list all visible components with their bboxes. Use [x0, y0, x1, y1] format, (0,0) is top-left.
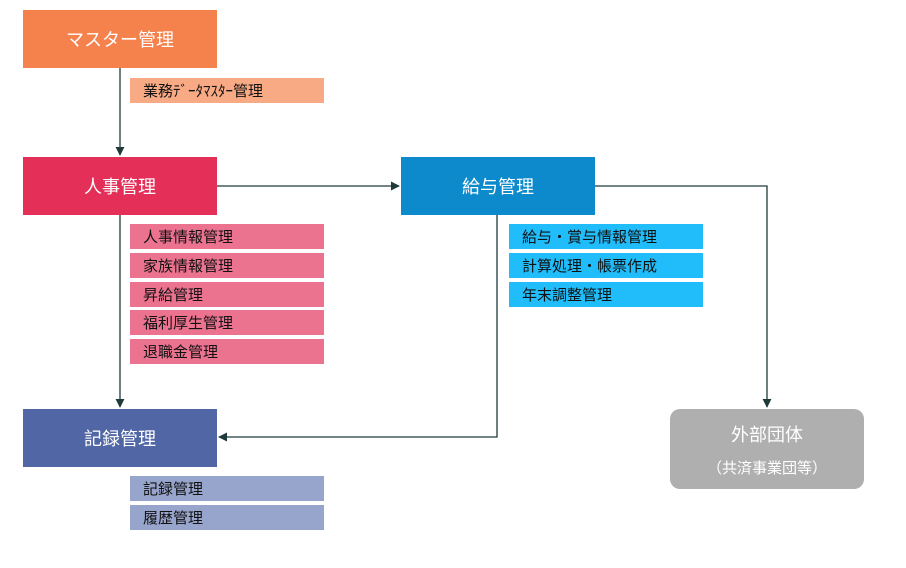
hr-item: 退職金管理 — [130, 339, 324, 364]
hr-item-label: 福利厚生管理 — [143, 314, 234, 332]
external-organization-title: 外部団体 — [731, 424, 803, 446]
record-management-box: 記録管理 — [23, 409, 217, 467]
master-item: 業務ﾃﾞｰﾀﾏｽﾀｰ管理 — [130, 78, 324, 103]
payroll-item-label: 給与・賞与情報管理 — [522, 228, 658, 246]
payroll-item: 年末調整管理 — [509, 282, 703, 307]
master-item-label: 業務ﾃﾞｰﾀﾏｽﾀｰ管理 — [143, 82, 264, 100]
record-item: 履歴管理 — [130, 505, 324, 530]
hr-item: 福利厚生管理 — [130, 310, 324, 335]
master-management-title: マスター管理 — [66, 30, 174, 51]
payroll-item-label: 年末調整管理 — [522, 286, 613, 304]
hr-item: 人事情報管理 — [130, 224, 324, 249]
external-organization-box: 外部団体 （共済事業団等） — [670, 409, 864, 489]
payroll-item-label: 計算処理・帳票作成 — [522, 257, 658, 275]
hr-management-title: 人事管理 — [84, 177, 156, 198]
hr-item-label: 人事情報管理 — [143, 228, 234, 246]
arrow-payroll-to-record — [218, 215, 498, 442]
hr-item-label: 家族情報管理 — [143, 257, 234, 275]
hr-item-label: 昇給管理 — [143, 286, 204, 304]
external-organization-subtitle: （共済事業団等） — [706, 458, 827, 477]
hr-item: 家族情報管理 — [130, 253, 324, 278]
payroll-item: 給与・賞与情報管理 — [509, 224, 703, 249]
record-management-title: 記録管理 — [84, 429, 156, 450]
record-item-label: 履歴管理 — [143, 509, 204, 527]
hr-management-box: 人事管理 — [23, 157, 217, 215]
hr-item: 昇給管理 — [130, 282, 324, 307]
record-item: 記録管理 — [130, 476, 324, 501]
payroll-item: 計算処理・帳票作成 — [509, 253, 703, 278]
master-management-box: マスター管理 — [23, 10, 217, 68]
arrow-payroll-to-external — [595, 185, 772, 408]
payroll-management-title: 給与管理 — [462, 177, 534, 198]
payroll-management-box: 給与管理 — [401, 157, 595, 215]
hr-item-label: 退職金管理 — [143, 343, 219, 361]
record-item-label: 記録管理 — [143, 480, 204, 498]
